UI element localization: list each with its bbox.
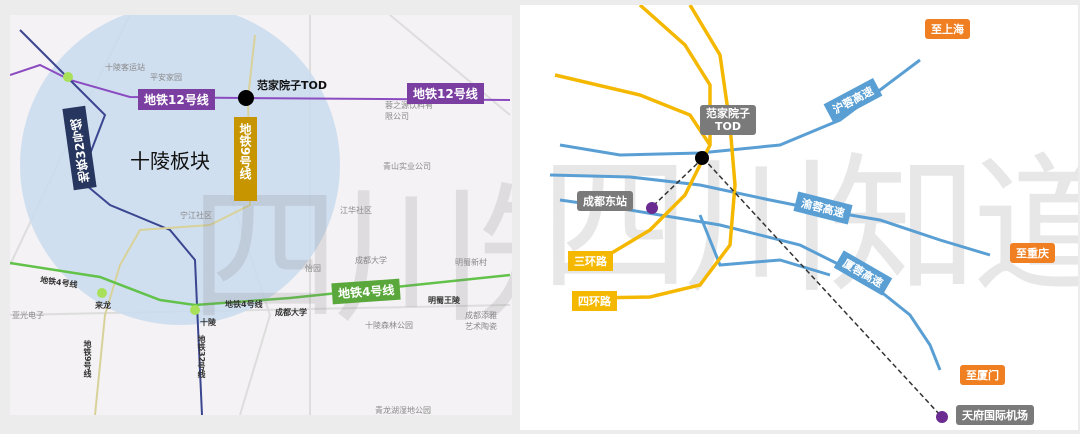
tod-tag-line1: 范家院子: [706, 107, 750, 120]
east-station-dot: [646, 202, 658, 214]
poi-label: 江华社区: [340, 206, 372, 215]
highways: [549, 58, 991, 371]
poi-label: 蓉之源饮料有限公司: [385, 101, 433, 121]
tod-dot: [238, 90, 254, 106]
tod-label: 范家院子TOD: [257, 79, 327, 92]
destination-label: 至重庆: [1010, 243, 1055, 263]
line32-track: [19, 29, 203, 415]
line4-small-label: 地铁4号线: [225, 300, 263, 309]
poi-label: 十陵森林公园: [365, 321, 413, 330]
poi-label: 成都添雅艺术陶瓷: [465, 311, 497, 331]
line9-small-label: 地铁9号线: [83, 340, 92, 378]
airport-dot: [936, 411, 948, 423]
route-to-airport: [702, 157, 941, 416]
line9-label: 地铁9号线: [234, 117, 257, 201]
line4-track: [10, 261, 511, 307]
transfer-station-dot: [190, 305, 200, 315]
left-map-panel: 四川知道 十陵客运站 平安家园 蓉之源饮料有限公司 青山实业公司 江华社区 宁江…: [10, 15, 512, 415]
tod-dot: [695, 151, 709, 165]
poi-label: 十陵客运站: [105, 63, 145, 72]
poi-label: 宁江社区: [180, 211, 212, 220]
destination-label: 至厦门: [960, 365, 1005, 385]
poi-label: 怡园: [305, 264, 321, 273]
poi-label: 明蜀新村: [455, 258, 487, 267]
transfer-station-dot: [63, 72, 73, 82]
district-circle: [20, 15, 340, 325]
line12-label: 地铁12号线: [407, 83, 484, 104]
ring-road-label: 四环路: [572, 291, 617, 311]
station-label: 十陵: [200, 318, 216, 327]
transfer-station-dot: [97, 288, 107, 298]
area-label: 十陵板块: [130, 149, 210, 173]
station-label: 来龙: [95, 301, 111, 310]
destination-label: 至上海: [925, 19, 970, 39]
airport-tag: 天府国际机场: [956, 405, 1034, 425]
poi-label: 平安家园: [150, 73, 182, 82]
station-label: 成都大学: [275, 308, 307, 317]
line32-small-label: 地铁32号线: [197, 335, 206, 379]
ring-road-label: 三环路: [568, 251, 613, 271]
left-map-graphics: [10, 15, 511, 415]
poi-label: 成都大学: [355, 256, 387, 265]
poi-label: 青山实业公司: [383, 162, 431, 171]
watermark: 四川知道: [540, 140, 1078, 314]
line12-label: 地铁12号线: [138, 89, 215, 110]
poi-label: 亚光电子: [12, 311, 44, 320]
right-map-panel: 四川知道 范家院子 TOD 成都东站 沪蓉高速 渝蓉高速 厦蓉高速 三环路 四环…: [520, 5, 1078, 430]
line12-track: [10, 63, 511, 101]
station-label: 明蜀王陵: [428, 296, 460, 305]
tod-tag: 范家院子 TOD: [700, 105, 756, 135]
poi-label: 青龙湖湿地公园: [375, 406, 431, 415]
east-station-tag: 成都东站: [577, 191, 633, 211]
line9-track: [94, 34, 256, 415]
route-to-east-station: [651, 157, 704, 208]
tod-tag-line2: TOD: [715, 120, 741, 133]
